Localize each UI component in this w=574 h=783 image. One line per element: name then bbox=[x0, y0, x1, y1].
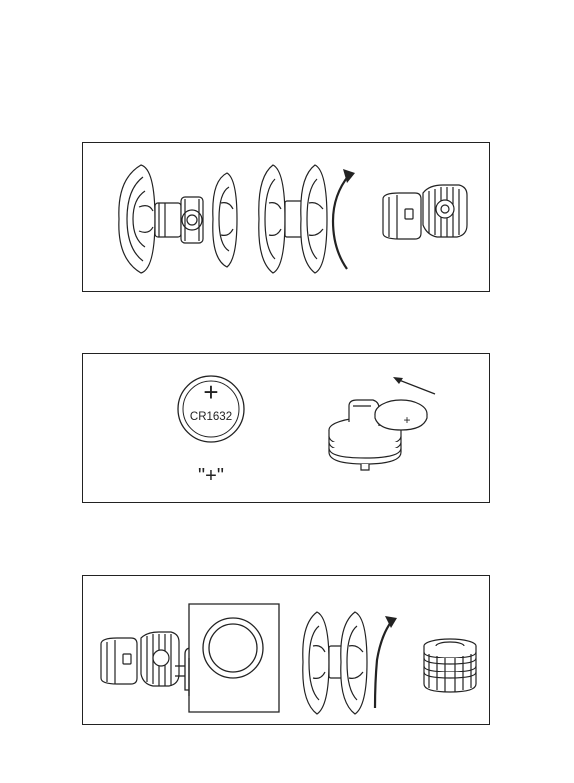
sensor-exploded-icon bbox=[109, 159, 239, 279]
battery-insert-polarity: + bbox=[403, 413, 410, 427]
sensor-cap-icon bbox=[97, 630, 187, 690]
sensor-closed-icon bbox=[419, 636, 481, 698]
polarity-caption: "+" bbox=[198, 465, 224, 486]
step-panel-open-sensor bbox=[82, 142, 490, 292]
sensor-assembled-icon bbox=[295, 604, 375, 720]
rotate-arrow-icon bbox=[329, 165, 359, 277]
rotate-arrow-icon bbox=[371, 612, 399, 714]
sensor-opened-icon bbox=[379, 179, 473, 249]
step-panel-close-sensor bbox=[82, 575, 490, 725]
step-panel-replace-battery: + CR1632 "+" + bbox=[82, 353, 490, 503]
battery-polarity-symbol: + bbox=[203, 377, 218, 407]
insert-direction-arrow-icon bbox=[389, 374, 439, 398]
coin-battery-icon: + CR1632 "+" bbox=[173, 374, 253, 486]
battery-model-label: CR1632 bbox=[190, 411, 232, 423]
seal-ring-detail-icon bbox=[175, 602, 285, 716]
